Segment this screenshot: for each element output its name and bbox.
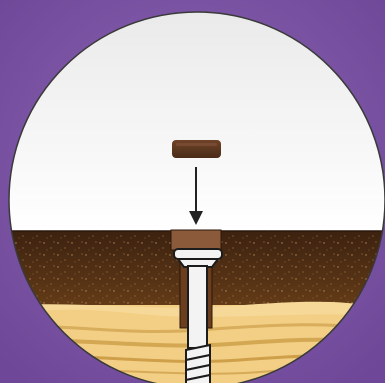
plug-socket (170, 229, 222, 251)
down-arrow-icon (189, 167, 203, 225)
screw-icon (173, 248, 223, 383)
wood-plug-icon (172, 140, 221, 158)
cutaway-outline (8, 11, 385, 383)
